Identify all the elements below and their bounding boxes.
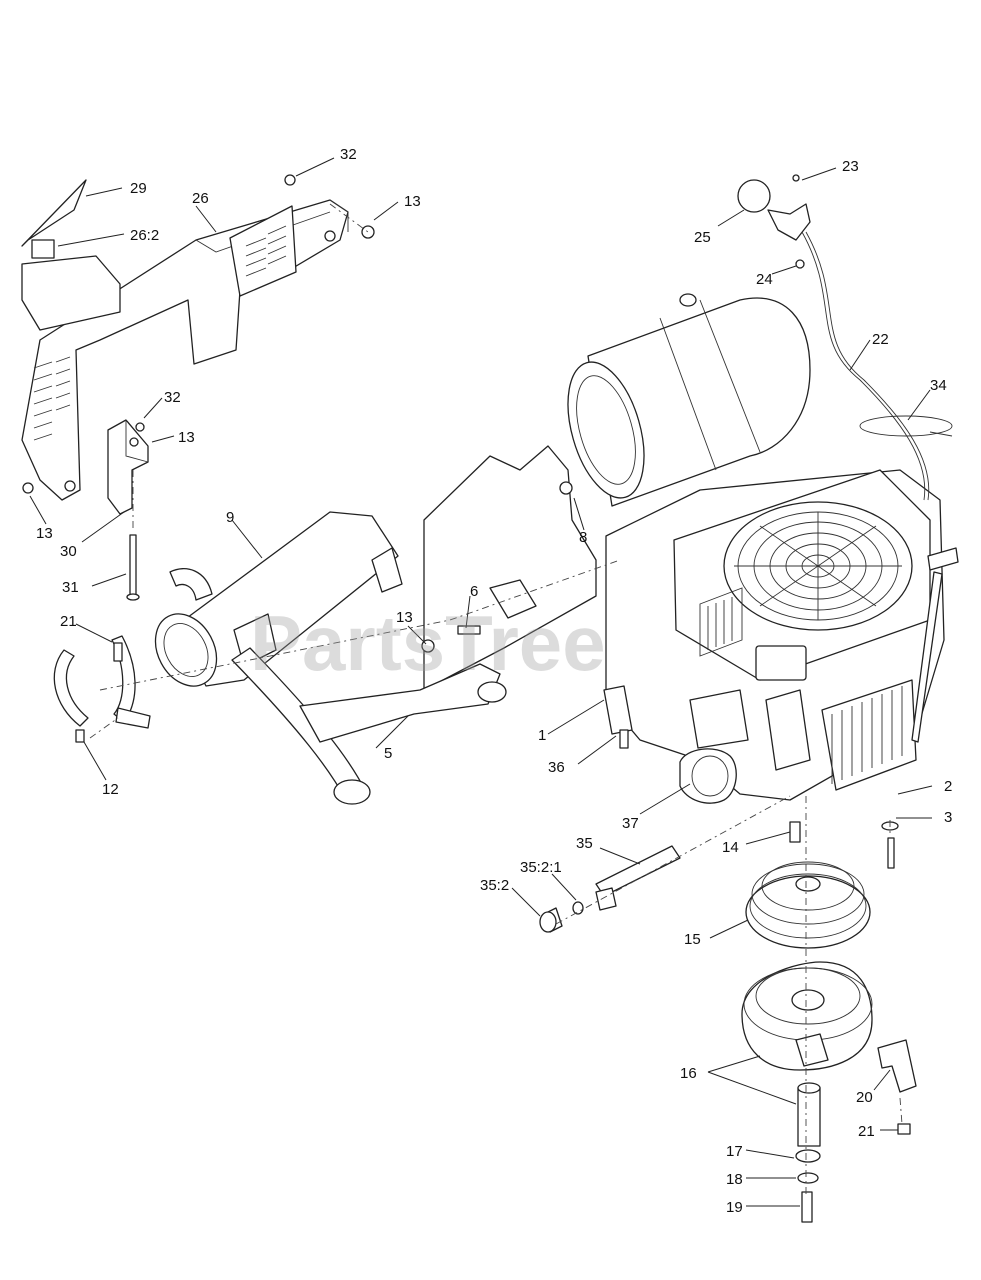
- leader-lines: [29, 157, 933, 1207]
- callout-13: 13: [396, 609, 413, 626]
- callout-30: 30: [60, 543, 77, 560]
- callout-31: 31: [62, 579, 79, 596]
- callout-13: 13: [36, 525, 53, 542]
- callout-21: 21: [858, 1123, 875, 1140]
- callout-13: 13: [178, 429, 195, 446]
- callout-1: 1: [538, 727, 546, 744]
- callout-26-2: 26:2: [130, 227, 159, 244]
- muffler-assembly: [154, 445, 597, 805]
- callout-9: 9: [226, 509, 234, 526]
- callout-19: 19: [726, 1199, 743, 1216]
- throttle-control: [737, 174, 953, 501]
- callout-25: 25: [694, 229, 711, 246]
- callout-18: 18: [726, 1171, 743, 1188]
- callout-12: 12: [102, 781, 119, 798]
- callout-23: 23: [842, 158, 859, 175]
- electric-clutch: [741, 961, 917, 1223]
- callout-36: 36: [548, 759, 565, 776]
- callout-6: 6: [470, 583, 478, 600]
- callout-2: 2: [944, 778, 952, 795]
- callout-labels: 32 29 26 13 26:2 32 13 13 30 31 9 8 21 1…: [36, 146, 952, 1216]
- pulley: [745, 861, 871, 949]
- callout-5: 5: [384, 745, 392, 762]
- bracket-assembly: [22, 174, 375, 601]
- callout-26: 26: [192, 190, 209, 207]
- callout-13: 13: [404, 193, 421, 210]
- watermark: PartsTree: [250, 599, 606, 687]
- callout-34: 34: [930, 377, 947, 394]
- callout-24: 24: [756, 271, 773, 288]
- callout-35-2: 35:2: [480, 877, 509, 894]
- callout-37: 37: [622, 815, 639, 832]
- callout-14: 14: [722, 839, 739, 856]
- exhaust-clamp: [53, 635, 151, 743]
- heat-shield: [21, 179, 349, 501]
- callout-17: 17: [726, 1143, 743, 1160]
- callout-16: 16: [680, 1065, 697, 1082]
- callout-22: 22: [872, 331, 889, 348]
- callout-3: 3: [944, 809, 952, 826]
- callout-35: 35: [576, 835, 593, 852]
- callout-29: 29: [130, 180, 147, 197]
- callout-32: 32: [164, 389, 181, 406]
- callout-15: 15: [684, 931, 701, 948]
- centerlines: [89, 203, 903, 1196]
- callout-21: 21: [60, 613, 77, 630]
- callout-32: 32: [340, 146, 357, 163]
- callout-8: 8: [579, 529, 587, 546]
- engine: [567, 293, 959, 804]
- callout-20: 20: [856, 1089, 873, 1106]
- callout-35-2-1: 35:2:1: [520, 859, 562, 876]
